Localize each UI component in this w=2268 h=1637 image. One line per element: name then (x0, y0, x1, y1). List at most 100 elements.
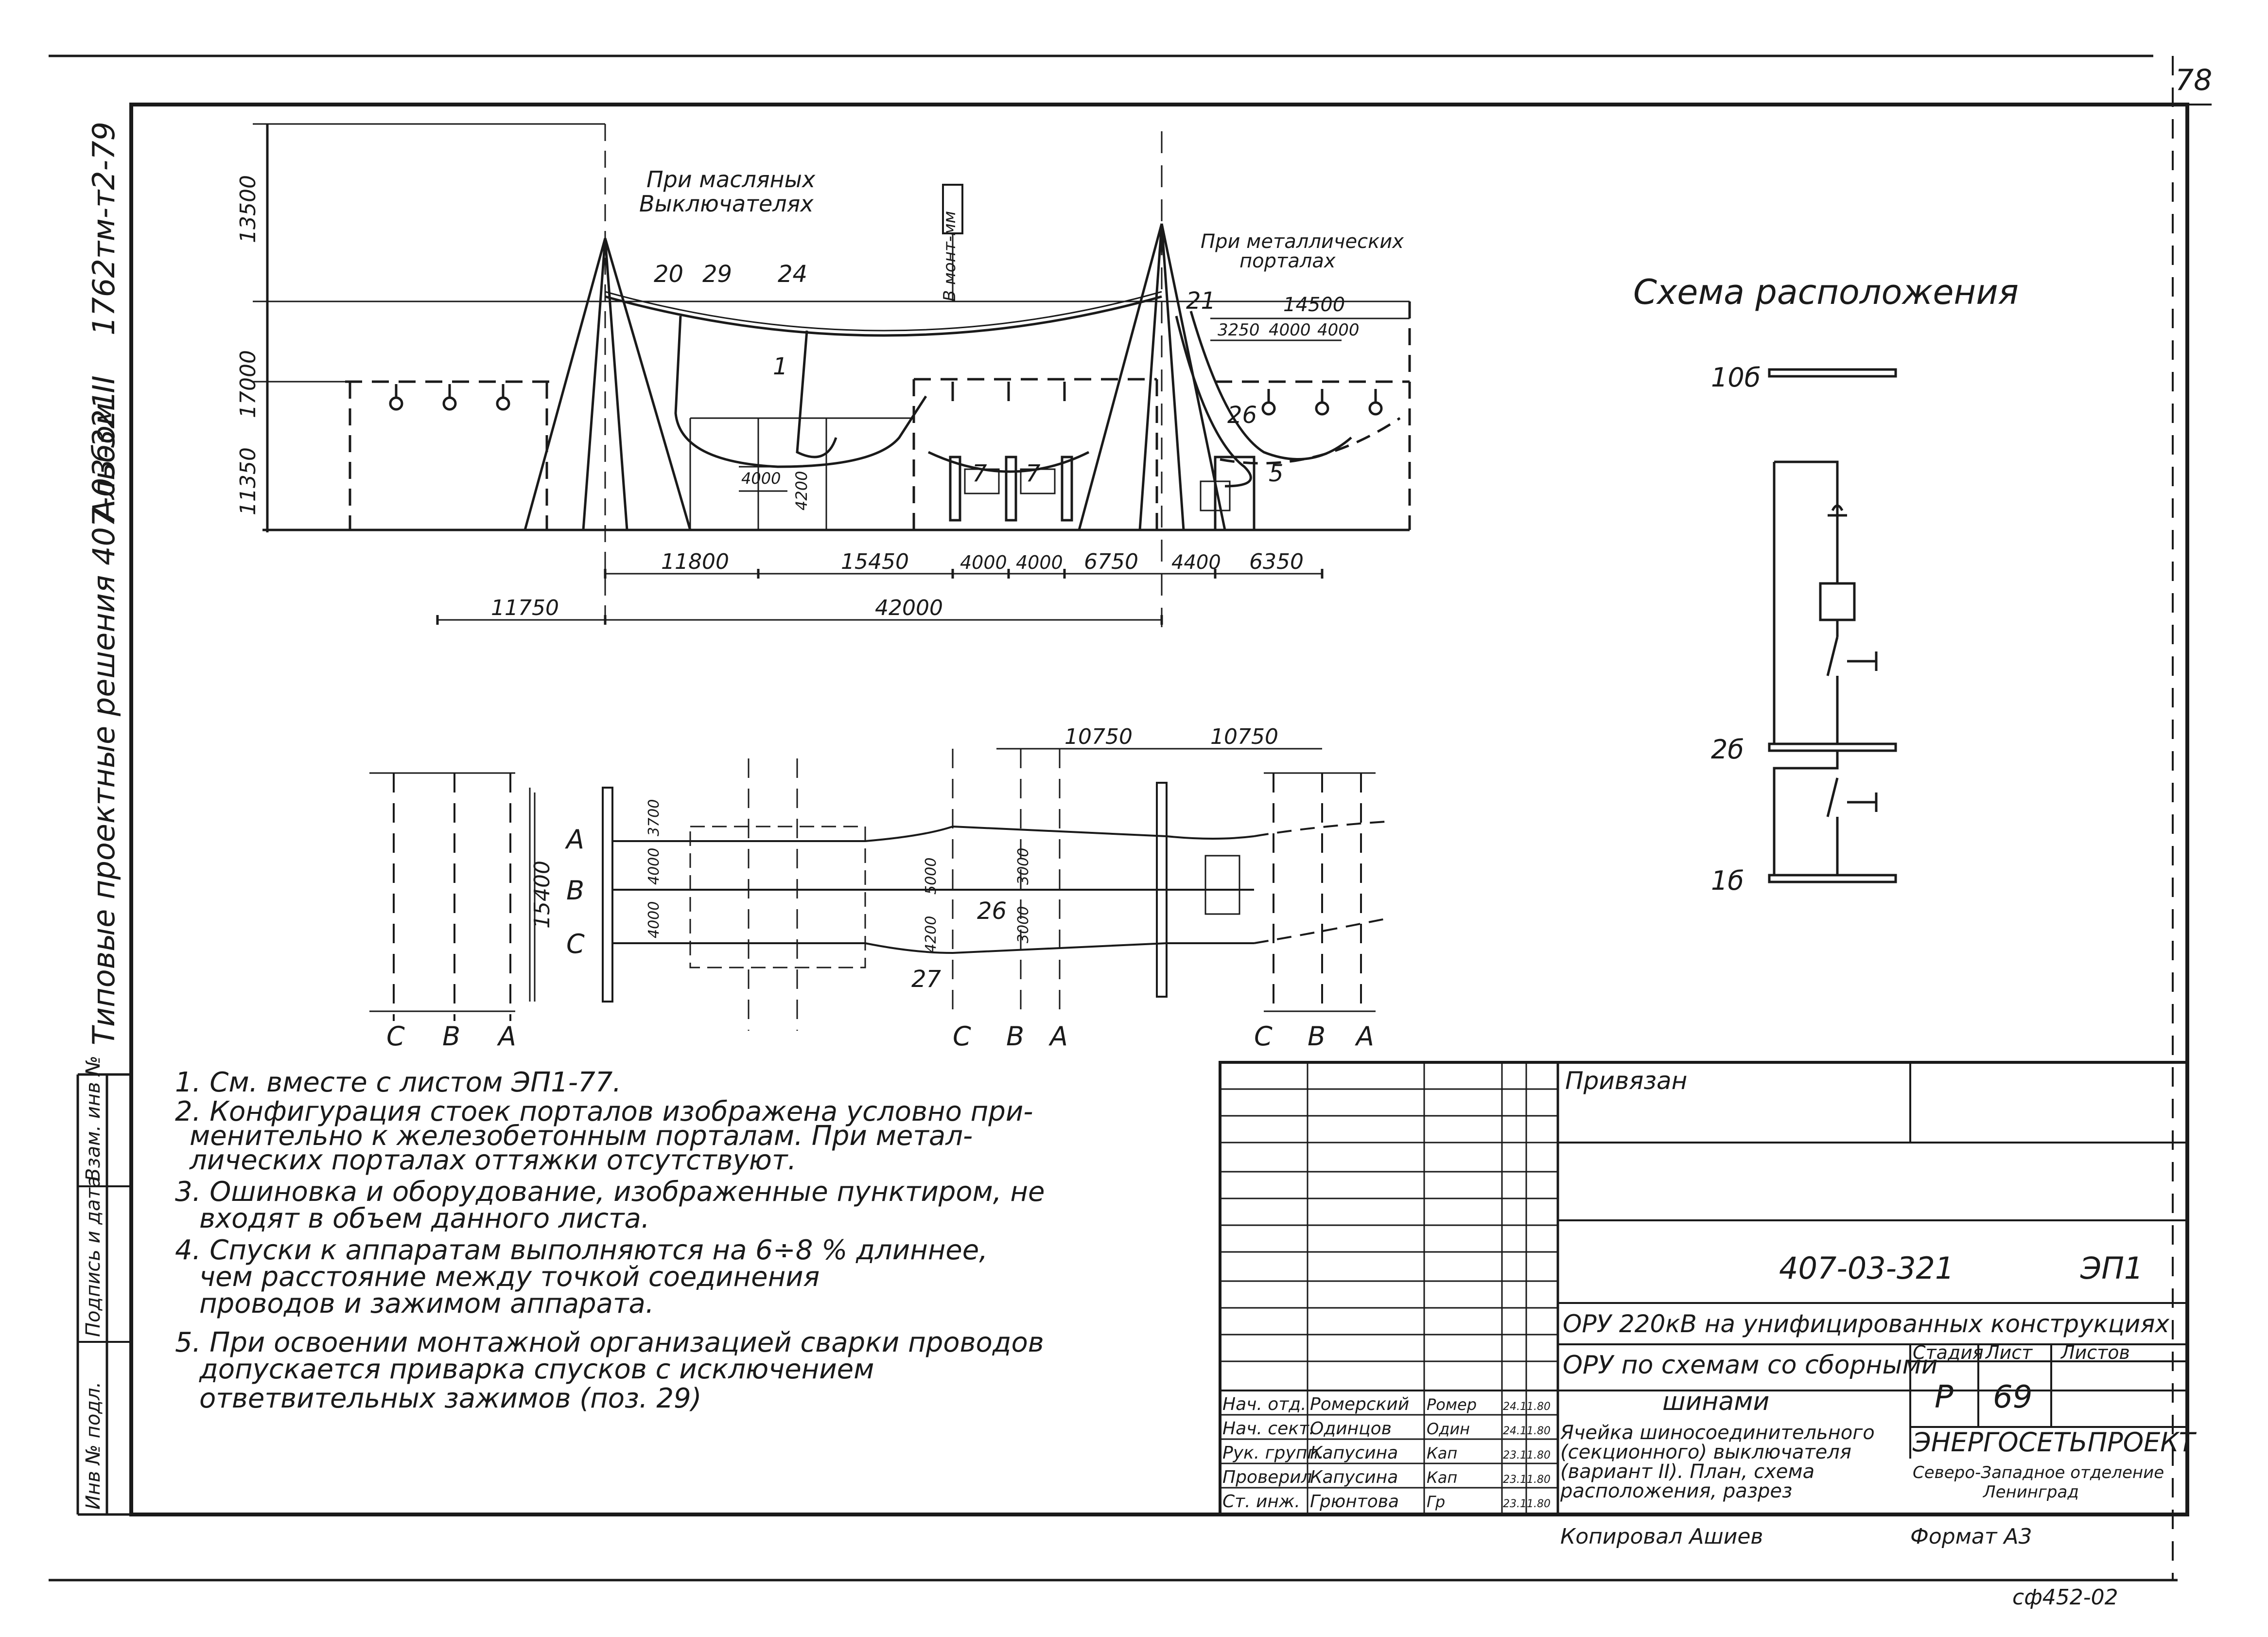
note-line-9: проводов и зажимом аппарата. (199, 1288, 654, 1320)
plan-dim-3000b: 3000 (1015, 906, 1032, 943)
callout-26: 26 (1227, 402, 1257, 429)
sig-role-4: Проверил (1222, 1467, 1312, 1487)
side-title-code: 1762тм-т2-79 (86, 122, 122, 335)
stage-value: Р (1935, 1379, 1954, 1415)
branch-1: Северо-Западное отделение (1913, 1463, 2164, 1482)
sheet-header: Лист (1985, 1342, 2033, 1363)
dim-14500: 14500 (1283, 294, 1345, 316)
sig-name-4: Капусина (1310, 1467, 1398, 1487)
note-line-10: 5. При освоении монтажной организацией с… (175, 1327, 1044, 1358)
project-line: ОРУ 220кВ на унифицированных конструкция… (1563, 1310, 2169, 1338)
subtitle-2: шинами (1662, 1387, 1769, 1416)
sig-sign-2: Один (1427, 1420, 1470, 1438)
sig-date-3: 23.11.80 (1503, 1449, 1551, 1461)
description-2: (секционного) выключателя (1560, 1441, 1851, 1463)
plan-phase-a: A (565, 824, 584, 855)
plan-left-a: A (497, 1021, 516, 1052)
dim-42000: 42000 (875, 596, 943, 620)
plan-right-b: B (1308, 1021, 1326, 1052)
sig-date-5: 23.11.80 (1503, 1498, 1551, 1510)
subtitle-1: ОРУ по схемам со сборными (1563, 1351, 1938, 1380)
callout-7a: 7 (972, 460, 987, 487)
footer-code: сф452-02 (2012, 1585, 2118, 1610)
schema-bus-1: 1б (1711, 865, 1744, 896)
layout-schema: Схема расположения 10б 2б 1б (1633, 272, 2019, 896)
plan-mid-c: C (953, 1021, 971, 1052)
plan-dim-10750b: 10750 (1210, 724, 1278, 749)
sig-sign-1: Ромер (1427, 1395, 1477, 1414)
note-line-4: лических порталах оттяжки отсутствуют. (189, 1144, 796, 1176)
sig-sign-4: Кап (1427, 1468, 1457, 1487)
plan-callout-26: 26 (977, 898, 1007, 925)
side-title-series: Типовые проектные решения 407-03-321 (86, 390, 122, 1045)
plan-dim-4200: 4200 (923, 916, 940, 953)
stamp-side-label-1: Взам. инв № (82, 1056, 105, 1181)
plan-phase-b: B (566, 875, 584, 906)
mount-label: В монт-мм (940, 211, 960, 301)
note-line-3: менительно к железобетонным порталам. Пр… (190, 1120, 973, 1152)
plan-dim-10750a: 10750 (1064, 724, 1133, 749)
callout-20: 20 (654, 261, 683, 288)
plan-mid-a: A (1048, 1021, 1068, 1052)
branch-2: Ленинград (1982, 1482, 2079, 1502)
dim-15450: 15450 (841, 549, 909, 574)
sig-sign-3: Кап (1427, 1444, 1457, 1462)
callout-7b: 7 (1026, 460, 1041, 487)
sheet-frame (49, 54, 2212, 1582)
side-title-album: Альбом II (86, 375, 122, 522)
note-line-1: 1. См. вместе с листом ЭП1-77. (175, 1067, 621, 1098)
description-4: расположения, разрез (1560, 1480, 1792, 1502)
sheet-code: ЭП1 (2080, 1250, 2143, 1286)
sig-date-2: 24.11.80 (1503, 1425, 1551, 1437)
sig-name-1: Ромерский (1310, 1394, 1409, 1414)
note-line-5: 3. Ошиновка и оборудование, изображенные… (175, 1176, 1045, 1208)
plan-dim-3000a: 3000 (1015, 848, 1032, 885)
sig-name-5: Грюнтова (1310, 1492, 1399, 1512)
callout-5: 5 (1269, 460, 1284, 487)
note-line-6: входят в объем данного листа. (199, 1203, 650, 1234)
height-11350: 11350 (236, 447, 261, 515)
dim-4000b: 4000 (1317, 320, 1360, 340)
plan-callout-27: 27 (911, 966, 942, 993)
plan-mid-b: B (1006, 1021, 1024, 1052)
dim-11750: 11750 (491, 596, 559, 620)
sig-date-1: 24.11.80 (1503, 1401, 1551, 1413)
callout-24: 24 (778, 261, 807, 288)
stage-header: Стадия (1913, 1342, 1984, 1363)
plan-left-c: C (386, 1021, 405, 1052)
sig-role-2: Нач. сект. (1222, 1419, 1314, 1439)
note-line-2: 2. Конфигурация стоек порталов изображен… (175, 1096, 1033, 1127)
dim-4000c: 4000 (960, 552, 1007, 573)
sig-role-1: Нач. отд. (1222, 1394, 1307, 1414)
dim-6350: 6350 (1249, 549, 1304, 574)
callout-29: 29 (702, 261, 732, 288)
dim-small-4200: 4200 (792, 471, 811, 510)
sig-role-5: Ст. инж. (1222, 1492, 1300, 1512)
stamp-side-label-2: Подпись и дата (82, 1176, 105, 1337)
dim-3250: 3250 (1218, 320, 1260, 340)
dim-4000d: 4000 (1016, 552, 1063, 573)
dim-11800: 11800 (661, 549, 729, 574)
callout-21: 21 (1186, 287, 1216, 315)
schema-bus-10: 10б (1711, 362, 1761, 393)
sig-date-4: 23.11.80 (1503, 1474, 1551, 1486)
sig-name-2: Одинцов (1310, 1419, 1392, 1439)
notes: 1. См. вместе с листом ЭП1-77. 2. Конфиг… (175, 1067, 1045, 1414)
company-name: ЭНЕРГОСЕТЬПРОЕКТ (1912, 1427, 2197, 1458)
note-metal-2: порталах (1239, 250, 1336, 272)
copied-by: Копировал Ашиев (1560, 1524, 1763, 1549)
doc-number: 407-03-321 (1779, 1250, 1954, 1286)
schema-title: Схема расположения (1633, 272, 2019, 312)
note-metal-1: При металлических (1201, 230, 1404, 253)
callout-1: 1 (773, 353, 788, 380)
height-17000: 17000 (236, 350, 261, 418)
plan-phase-c: C (566, 929, 585, 959)
section-view (253, 123, 1411, 627)
plan-dim-4000a: 4000 (646, 901, 663, 938)
plan-right-a: A (1355, 1021, 1374, 1052)
note-oil-2: Выключателях (639, 191, 814, 217)
dim-small-4000: 4000 (741, 469, 781, 488)
description-1: Ячейка шиносоединительного (1560, 1422, 1875, 1444)
dim-4000a: 4000 (1269, 320, 1311, 340)
